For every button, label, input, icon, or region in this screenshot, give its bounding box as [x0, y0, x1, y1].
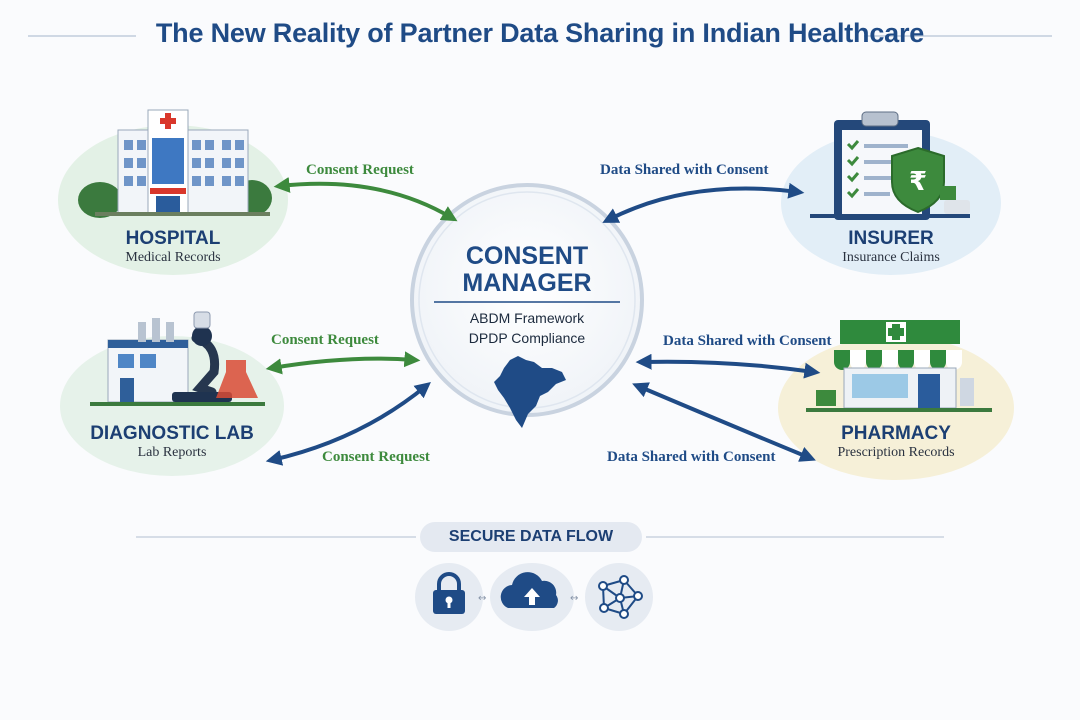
arrow-pharmacy-upper: [635, 353, 821, 379]
pharmacy-sub: Prescription Records: [837, 445, 955, 460]
lab-sub: Lab Reports: [137, 445, 207, 460]
arrow-label-pharmacy-lower: Data Shared with Consent: [607, 449, 776, 465]
flow-arrow-right: ↔: [570, 593, 578, 604]
page-title: The New Reality of Partner Data Sharing …: [155, 18, 925, 48]
arrow-pharmacy-lower: [632, 382, 816, 462]
insurer-sub: Insurance Claims: [842, 250, 940, 265]
insurer-name: INSURER: [848, 228, 934, 249]
flow-arrow-left: ↔: [478, 593, 486, 604]
hospital-sub: Medical Records: [125, 250, 221, 265]
pharmacy-store-icon: [806, 320, 992, 412]
dpdp-compliance-label: DPDP Compliance: [468, 330, 586, 346]
clipboard-rupee-shield-icon: ₹: [810, 111, 970, 220]
abdm-framework-label: ABDM Framework: [469, 310, 585, 326]
consent-manager-title-line2: MANAGER: [462, 269, 592, 297]
title-rule-right: [864, 35, 1052, 37]
arrow-insurer: [602, 182, 805, 223]
arrow-label-pharmacy-upper: Data Shared with Consent: [663, 333, 832, 349]
pharmacy-name: PHARMACY: [841, 423, 951, 444]
laboratory-microscope-icon: [90, 311, 265, 406]
secure-data-flow-pill: SECURE DATA FLOW: [420, 522, 642, 552]
arrow-label-lab-lower: Consent Request: [322, 449, 430, 465]
arrow-label-hospital: Consent Request: [306, 162, 414, 178]
title-rule-left: [28, 35, 136, 37]
hospital-building-icon: [78, 109, 272, 218]
svg-text:₹: ₹: [909, 167, 927, 197]
arrow-lab-lower: [265, 381, 431, 466]
arrow-hospital: [273, 177, 458, 222]
arrow-label-lab-upper: Consent Request: [271, 332, 379, 348]
lock-icon: [433, 572, 465, 614]
network-nodes-icon: [598, 575, 643, 619]
lab-name: DIAGNOSTIC LAB: [90, 423, 254, 444]
consent-manager-title: CONSENT MANAGER: [427, 243, 627, 297]
india-map-icon: [494, 356, 566, 428]
arrow-lab-upper: [265, 351, 421, 375]
cloud-upload-icon: [500, 572, 558, 608]
consent-manager-title-line1: CONSENT: [465, 242, 589, 270]
arrow-label-insurer: Data Shared with Consent: [600, 162, 769, 178]
hospital-name: HOSPITAL: [125, 228, 221, 249]
